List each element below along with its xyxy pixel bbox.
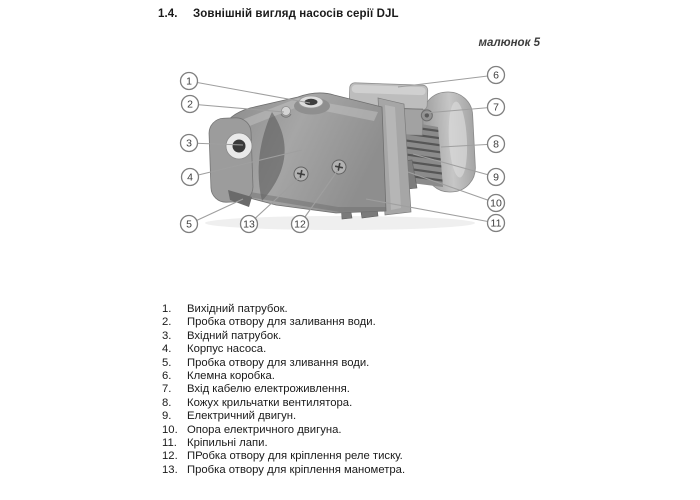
part-list-item: 2. Пробка отвору для заливання води. <box>162 316 405 329</box>
callout-number: 5 <box>186 219 192 231</box>
callout-number: 11 <box>491 218 502 230</box>
inlet-port <box>208 117 254 203</box>
leader-line-4 <box>189 149 303 178</box>
part-list-item: 1. Вихідний патрубок. <box>162 303 405 316</box>
leader-line-7 <box>424 106 497 114</box>
callout-number: 13 <box>243 219 255 231</box>
section-number: 1.4. <box>158 8 178 20</box>
callout-6: 6 <box>486 65 506 85</box>
part-list-item: 4. Корпус насоса. <box>162 343 405 356</box>
pressure-switch-plug-screw <box>331 159 347 175</box>
section-header: 1.4. Зовнішній вигляд насосів серії DJL <box>158 8 399 20</box>
part-number: 10. <box>162 423 178 436</box>
callout-8: 8 <box>486 134 506 154</box>
page-title: Зовнішній вигляд насосів серії DJL <box>193 8 399 20</box>
part-text: Електричний двигун. <box>187 410 297 423</box>
leader-line-12 <box>299 169 339 225</box>
callout-number: 2 <box>187 99 193 111</box>
part-number: 12. <box>162 450 178 463</box>
part-text: Пробка отвору для кріплення манометра. <box>187 463 406 476</box>
part-text: Клемна коробка. <box>187 370 275 383</box>
part-text: Пробка отвору для заливання води. <box>187 316 376 329</box>
leader-line-5 <box>188 198 244 225</box>
callout-2: 2 <box>180 94 200 114</box>
callout-13: 13 <box>239 214 259 234</box>
callout-number: 9 <box>493 172 499 184</box>
callout-10: 10 <box>486 193 506 213</box>
leader-line-13 <box>248 176 301 225</box>
part-number: 9. <box>162 410 172 423</box>
leader-line-2 <box>189 103 285 113</box>
part-number: 13. <box>162 463 178 476</box>
callout-number: 12 <box>294 219 306 231</box>
part-text: Опора електричного двигуна. <box>187 423 342 436</box>
part-text: Вхідний патрубок. <box>187 329 282 342</box>
part-text: Вхід кабелю електроживлення. <box>187 383 350 396</box>
part-number: 3. <box>162 329 172 342</box>
leader-lines <box>188 74 497 225</box>
leader-line-6 <box>397 74 497 88</box>
callout-markers: 1 2 3 4 5 6 7 8 <box>179 65 506 234</box>
part-list-item: 9. Електричний двигун. <box>162 410 405 423</box>
callout-number: 1 <box>186 76 192 88</box>
part-list-item: 5. Пробка отвору для зливання води. <box>162 357 405 370</box>
callout-5: 5 <box>179 214 199 234</box>
part-list-item: 11. Кріпильні лапи. <box>162 437 405 450</box>
pump-shadow <box>205 216 475 230</box>
part-text: Вихідний патрубок. <box>187 303 288 315</box>
parts-list: 1. Вихідний патрубок. 2. Пробка отвору д… <box>162 303 405 477</box>
leader-line-8 <box>440 143 497 148</box>
callout-number: 6 <box>493 70 499 82</box>
callout-9: 9 <box>486 167 506 187</box>
part-number: 8. <box>162 396 172 409</box>
leader-line-9 <box>412 153 497 178</box>
callout-1: 1 <box>179 71 199 91</box>
pump-casing <box>220 92 387 214</box>
leader-line-10 <box>407 171 497 204</box>
part-number: 5. <box>162 356 172 369</box>
part-text: ПРобка отвору для кріплення реле тиску. <box>187 450 403 463</box>
leader-line-11 <box>365 198 497 224</box>
leader-line-1 <box>188 80 311 104</box>
part-number: 7. <box>162 383 172 396</box>
part-number: 4. <box>162 343 172 356</box>
gauge-plug-screw <box>293 166 309 182</box>
part-number: 11. <box>162 437 177 450</box>
callout-number: 8 <box>493 139 499 151</box>
callout-number: 3 <box>186 138 192 150</box>
callout-number: 10 <box>490 198 502 210</box>
callout-number: 7 <box>493 102 499 114</box>
part-number: 2. <box>162 316 172 329</box>
part-text: Корпус насоса. <box>187 343 267 356</box>
part-number: 1. <box>162 303 172 315</box>
part-list-item: 7. Вхід кабелю електроживлення. <box>162 383 405 396</box>
part-list-item: 13. Пробка отвору для кріплення манометр… <box>162 464 405 477</box>
part-text: Кріпильні лапи. <box>187 437 268 450</box>
callout-11: 11 <box>486 213 506 233</box>
drain-plug <box>228 190 252 207</box>
callout-7: 7 <box>486 97 506 117</box>
part-text: Кожух крильчатки вентилятора. <box>187 396 353 409</box>
callout-4: 4 <box>180 167 200 187</box>
part-number: 6. <box>162 370 172 383</box>
part-list-item: 10. Опора електричного двигуна. <box>162 424 405 437</box>
bracket <box>377 97 412 216</box>
figure-caption: малюнок 5 <box>478 37 540 49</box>
part-list-item: 12. ПРобка отвору для кріплення реле тис… <box>162 450 405 463</box>
part-list-item: 8. Кожух крильчатки вентилятора. <box>162 397 405 410</box>
pump-illustration <box>205 82 476 230</box>
part-text: Пробка отвору для зливання води. <box>187 356 370 369</box>
callout-number: 4 <box>187 172 193 184</box>
part-list-item: 3. Вхідний патрубок. <box>162 330 405 343</box>
part-list-item: 6. Клемна коробка. <box>162 370 405 383</box>
callout-3: 3 <box>179 133 199 153</box>
filling-plug <box>280 106 292 118</box>
callout-12: 12 <box>290 214 310 234</box>
